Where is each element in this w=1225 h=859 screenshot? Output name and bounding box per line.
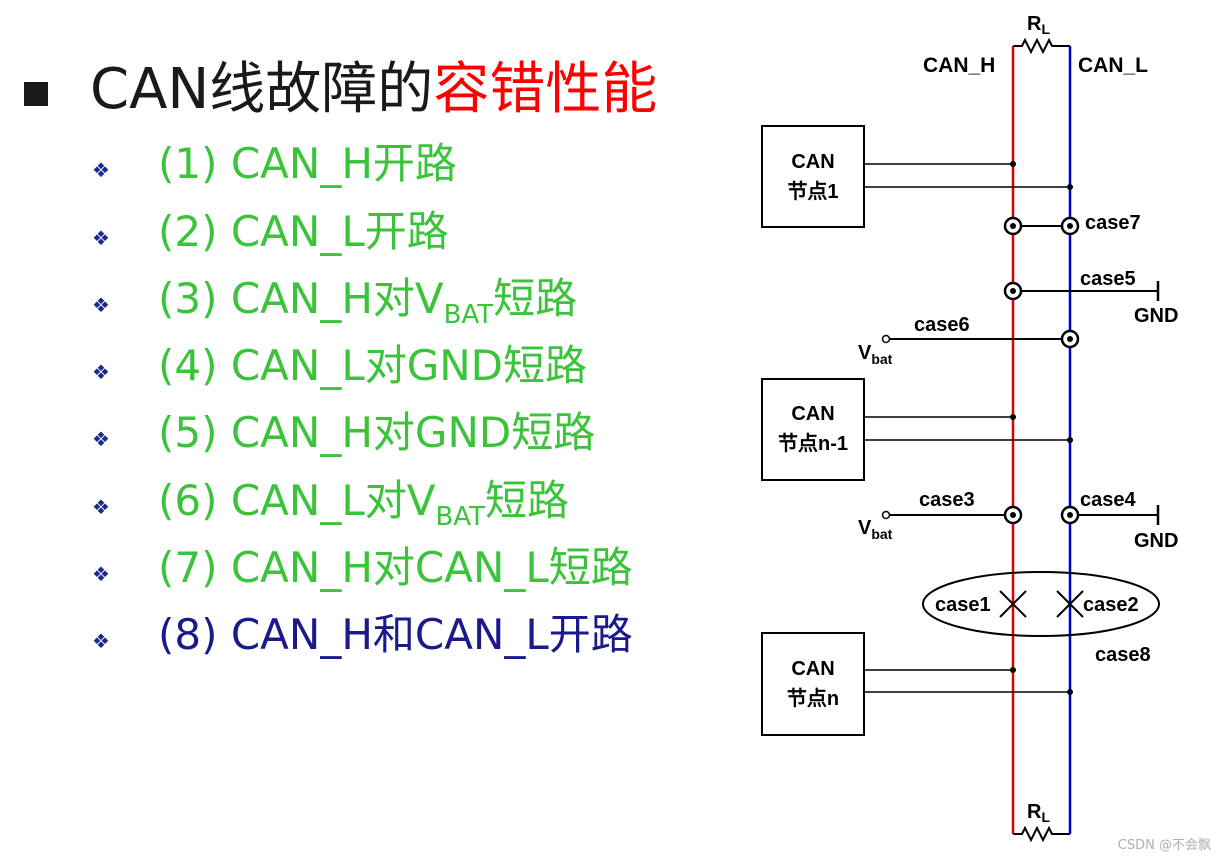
gnd-label-2: GND bbox=[1134, 530, 1178, 552]
diamond-bullet-icon: ❖ bbox=[92, 158, 110, 182]
fault-item-6-sub: BAT bbox=[435, 502, 485, 532]
diamond-bullet-icon: ❖ bbox=[92, 562, 110, 586]
case3-label: case3 bbox=[919, 489, 975, 511]
node-n-1-box bbox=[761, 378, 865, 481]
resistor-top-icon bbox=[1013, 37, 1070, 55]
fault-item-3: (3) CAN_H对VBAT短路 bbox=[158, 273, 577, 341]
fault-item-4: (4) CAN_L对GND短路 bbox=[158, 341, 588, 390]
node-n-line2: 节点n bbox=[787, 686, 839, 710]
resistor-bottom-label: RL bbox=[1027, 801, 1050, 825]
node-1-line1: CAN bbox=[791, 151, 834, 173]
diamond-bullet-icon: ❖ bbox=[92, 226, 110, 250]
fault-item-6-b: 短路 bbox=[484, 476, 569, 525]
node-1-line2: 节点1 bbox=[787, 179, 838, 203]
case1-label: case1 bbox=[935, 594, 991, 616]
fault-item-5: (5) CAN_H对GND短路 bbox=[158, 408, 596, 457]
diamond-bullet-icon: ❖ bbox=[92, 495, 110, 519]
case4-label: case4 bbox=[1080, 489, 1136, 511]
title-bullet bbox=[24, 82, 48, 106]
fault-item-3-a: (3) CAN_H对V bbox=[158, 274, 444, 323]
node-1-box bbox=[761, 125, 865, 228]
can-l-label: CAN_L bbox=[1078, 54, 1148, 77]
diamond-bullet-icon: ❖ bbox=[92, 427, 110, 451]
node-n-box bbox=[761, 632, 865, 736]
case7-label: case7 bbox=[1085, 212, 1141, 234]
watermark: CSDN @不会飘 bbox=[1117, 838, 1211, 853]
resistor-bottom-icon bbox=[1013, 825, 1070, 843]
fault-item-6-a: (6) CAN_L对V bbox=[158, 476, 436, 525]
fault-item-3-b: 短路 bbox=[493, 274, 578, 323]
gnd-label-1: GND bbox=[1134, 305, 1178, 327]
diamond-bullet-icon: ❖ bbox=[92, 293, 110, 317]
diamond-bullet-icon: ❖ bbox=[92, 360, 110, 384]
diamond-bullet-icon: ❖ bbox=[92, 629, 110, 653]
title-prefix: CAN线故障的 bbox=[90, 57, 434, 122]
can-h-label: CAN_H bbox=[923, 54, 995, 77]
node-n-1-line1: CAN bbox=[791, 403, 834, 425]
case8-label: case8 bbox=[1095, 644, 1151, 666]
fault-item-1: (1) CAN_H开路 bbox=[158, 139, 457, 188]
open-circuit-ellipse bbox=[922, 571, 1160, 637]
fault-item-7: (7) CAN_H对CAN_L短路 bbox=[158, 543, 633, 592]
fault-item-3-sub: BAT bbox=[443, 300, 494, 330]
case6-label: case6 bbox=[914, 314, 970, 336]
case5-label: case5 bbox=[1080, 268, 1136, 290]
vbat-label-1: Vbat bbox=[858, 342, 893, 367]
fault-item-8: (8) CAN_H和CAN_L开路 bbox=[158, 610, 633, 659]
vbat-label-2: Vbat bbox=[858, 517, 893, 542]
resistor-top-label: RL bbox=[1027, 13, 1050, 37]
page-title: CAN线故障的容错性能 bbox=[90, 55, 657, 125]
node-n-line1: CAN bbox=[791, 658, 834, 680]
fault-item-6: (6) CAN_L对VBAT短路 bbox=[158, 475, 569, 543]
title-highlight: 容错性能 bbox=[433, 57, 658, 122]
fault-item-2: (2) CAN_L开路 bbox=[158, 207, 449, 256]
node-n-1-line2: 节点n-1 bbox=[778, 431, 848, 455]
case2-label: case2 bbox=[1083, 594, 1139, 616]
